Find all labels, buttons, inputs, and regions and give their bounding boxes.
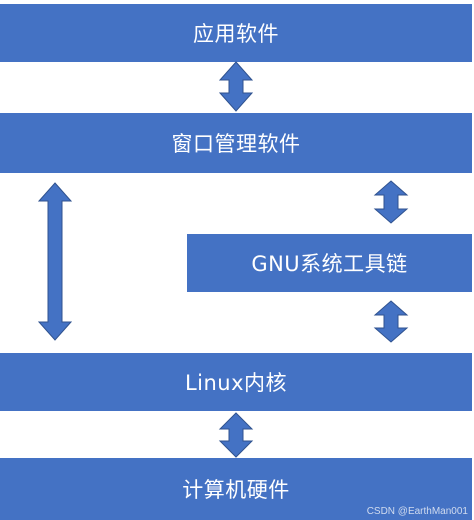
application-software-label: 应用软件 (193, 22, 279, 46)
arrow-linux-hw (218, 412, 254, 458)
arrow-app-wm (218, 61, 254, 112)
arrow-wm-linux (37, 182, 73, 341)
linux-kernel-label: Linux内核 (184, 371, 288, 395)
window-manager-box: 窗口管理软件 (0, 113, 472, 173)
gnu-toolchain-label: GNU系统工具链 (251, 252, 408, 276)
arrow-wm-gnu (373, 180, 409, 224)
linux-kernel-box: Linux内核 (0, 353, 472, 411)
gnu-toolchain-box: GNU系统工具链 (187, 234, 472, 292)
application-software-box: 应用软件 (0, 4, 472, 62)
arrow-gnu-linux (373, 300, 409, 343)
computer-hardware-label: 计算机硬件 (182, 478, 290, 502)
computer-hardware-box: 计算机硬件 (0, 458, 472, 520)
watermark: CSDN @EarthMan001 (366, 506, 468, 517)
window-manager-label: 窗口管理软件 (171, 132, 301, 156)
